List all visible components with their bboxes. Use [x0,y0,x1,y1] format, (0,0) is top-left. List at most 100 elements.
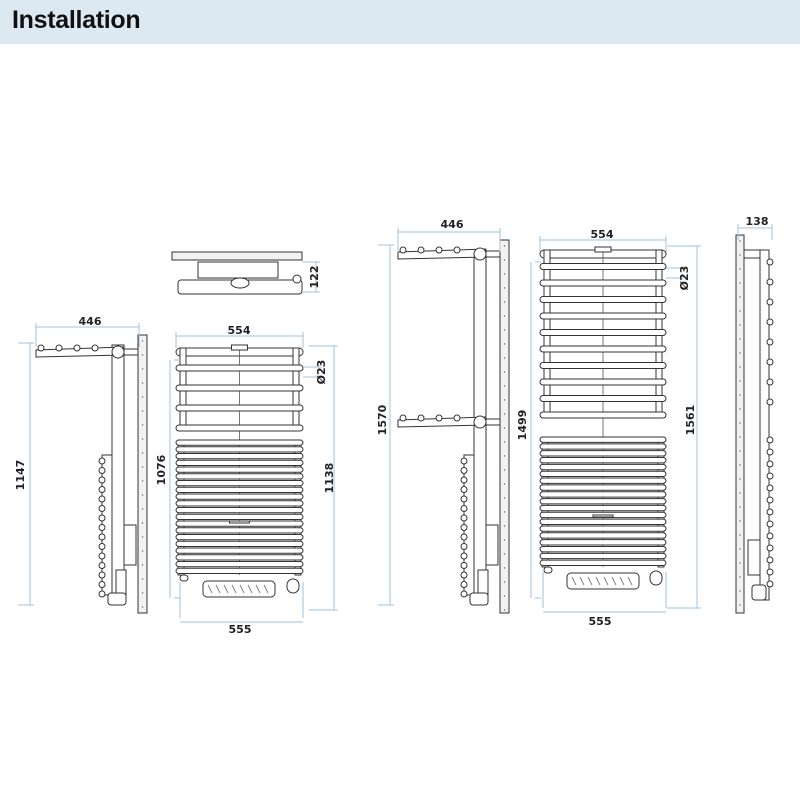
heater-grille [611,576,617,586]
coil-knob [766,580,774,588]
lower-bar [175,547,304,554]
upper-bar [539,329,667,336]
wall-bracket [123,348,139,356]
label-plate [592,514,614,518]
wall-texture [141,550,144,552]
wall-texture [503,343,506,345]
arm-knob [417,246,425,254]
arm-knob [766,338,774,346]
coil-knob [460,467,468,474]
wall-texture [141,578,144,580]
lower-bar [539,463,667,471]
wall-texture [739,352,741,354]
wall-texture [503,413,506,415]
coil-knob [766,520,774,528]
wall-texture [141,480,144,482]
wall-texture [739,562,741,564]
coil-knob [98,467,106,474]
coil-knob [98,457,106,465]
wall-texture [503,511,506,513]
wall-texture [503,329,506,331]
lower-bar [175,500,304,507]
wall [499,239,510,614]
dim-right-top-width: 554 [591,228,614,241]
wall-texture [141,494,144,496]
coil-knob [460,505,468,512]
section-title: Installation [12,6,141,34]
heater-grille [239,584,245,594]
upper-bar [539,296,667,303]
dim-left-top-view-depth: 122 [308,266,321,289]
lower-bar [539,559,667,567]
arm-knob [417,414,425,422]
lower-bar [175,453,304,460]
lower-bar [539,539,667,546]
upper-bar [175,404,304,412]
dim-left-side-height: 1147 [14,460,27,491]
dim-left-bottom-width: 555 [229,623,252,636]
dim-right-height: 1561 [684,405,697,436]
wall [137,334,148,614]
arm-knob [37,344,45,352]
control-box [747,539,761,576]
wall-texture [141,424,144,426]
foot [179,574,189,582]
lower-bar [175,513,304,520]
foot [469,592,489,606]
coil-knob [766,436,774,444]
heater-grille [587,576,593,586]
wall-texture [141,438,144,440]
lower-bar [539,477,667,484]
wall-texture [739,464,741,466]
foot [286,578,300,594]
wall-texture [739,268,741,270]
arm-pivot [473,247,487,261]
wall-texture [503,245,506,247]
wall-texture [503,357,506,359]
wall-texture [503,301,506,303]
lower-bar [175,459,304,466]
bracket-knob [292,274,302,284]
wall-texture [141,410,144,412]
lower-bar [175,493,304,500]
coil-knob [460,543,468,550]
heater-grille [263,584,269,594]
arm-knob [435,246,443,254]
wall-texture [141,452,144,454]
heater-grille [595,576,601,586]
wall-texture [739,310,741,312]
upper-bar [539,312,667,320]
wall-texture [503,567,506,569]
control-box [485,524,499,566]
upper-bar [539,263,667,270]
foot [751,584,767,601]
wall-texture [503,595,506,597]
coil-knob [460,571,468,579]
wall-bracket [743,249,761,259]
wall-texture [739,296,741,298]
wall-texture [503,371,506,373]
wall-texture [503,441,506,443]
wall-texture [503,455,506,457]
wall-texture [739,422,741,424]
wall-texture [739,520,741,522]
lower-bar [175,561,304,568]
wall-texture [503,609,506,611]
coil-knob [98,505,106,512]
arm-knob [766,278,774,286]
wall-texture [739,394,741,396]
pipe-opening [230,277,250,289]
wall-plate [171,251,303,261]
coil-knob [766,496,774,504]
coil-knob [98,552,106,560]
coil-knob [766,508,774,516]
fan-heater [566,572,640,590]
dim-right-side-height: 1570 [376,404,389,435]
coil-knob [460,552,468,560]
coil-knob [766,532,774,540]
coil-knob [460,486,468,493]
arm-knob [399,414,407,422]
dim-right-arm-depth: 446 [441,218,464,231]
coil-knob [98,524,106,531]
arm-pivot [473,415,487,429]
